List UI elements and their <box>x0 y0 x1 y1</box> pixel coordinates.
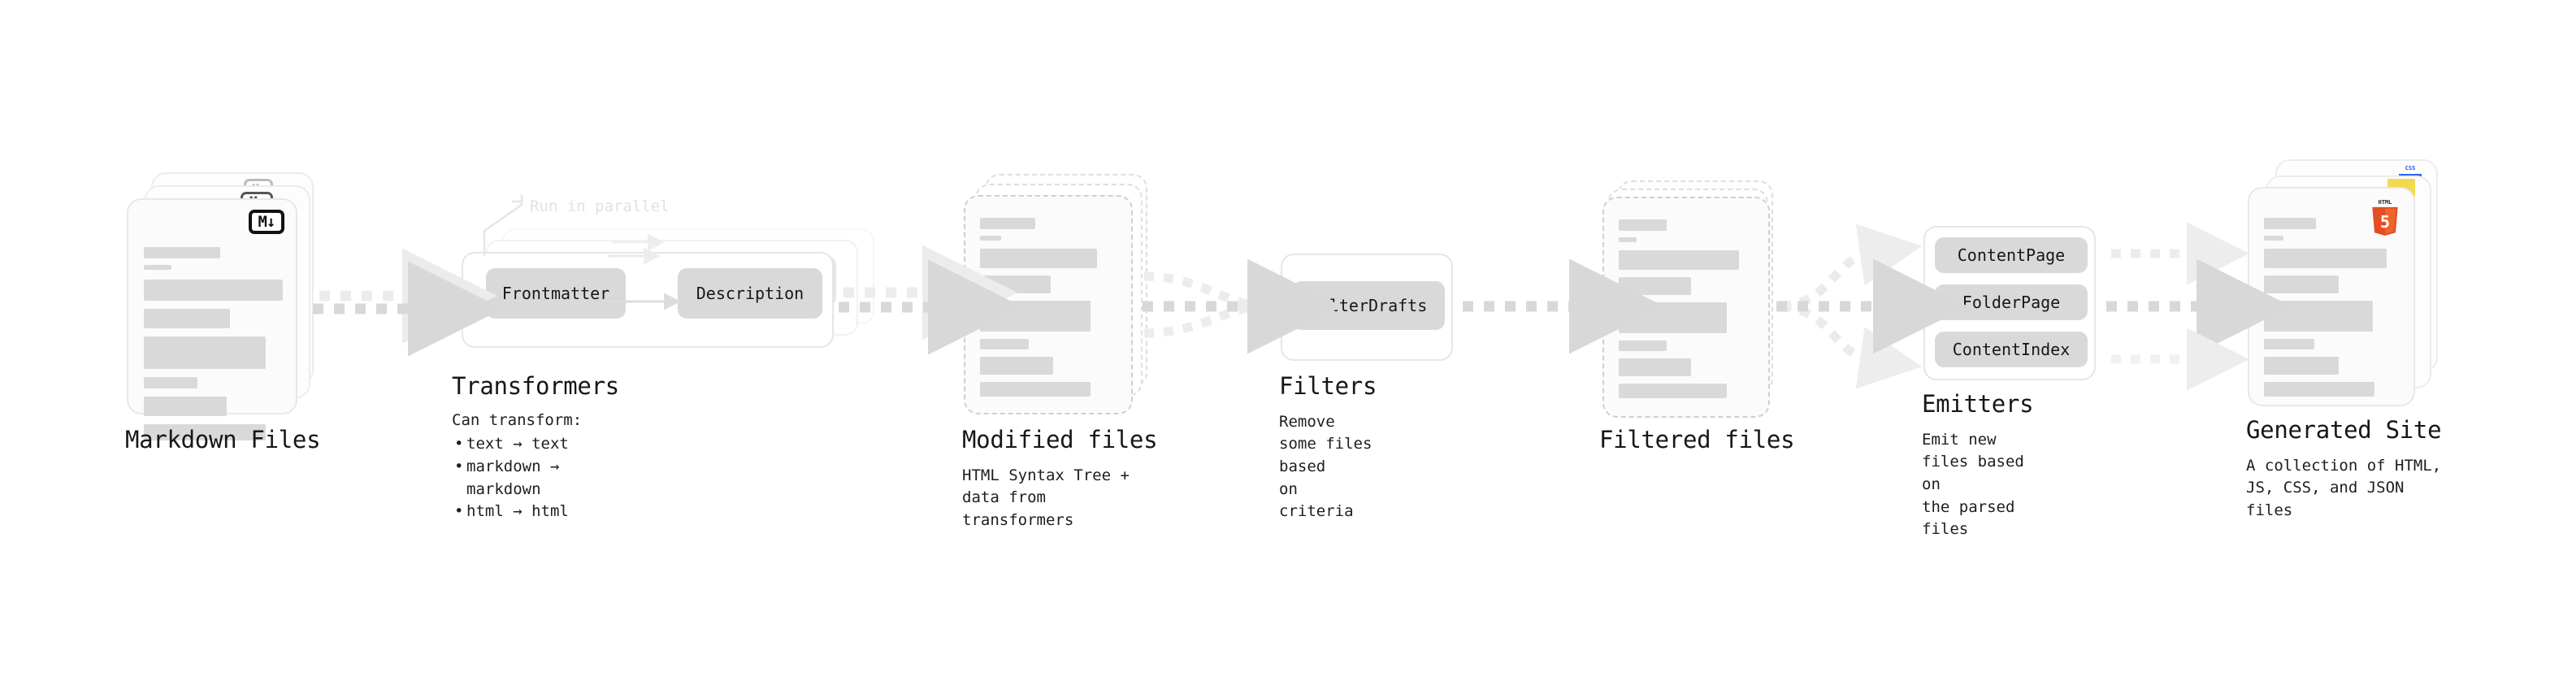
skeleton-bar <box>980 236 1001 241</box>
skeleton-bar <box>1619 340 1667 351</box>
skeleton-bar <box>143 265 171 270</box>
skeleton-bar <box>2264 249 2387 268</box>
skeleton-bar <box>143 247 220 258</box>
bullet-item: html → html <box>452 501 619 523</box>
stage-title: Generated Site <box>2246 416 2442 444</box>
skeleton-bar <box>980 249 1098 268</box>
modified-card-front <box>964 195 1133 414</box>
stage-title: Filters <box>1279 372 1377 400</box>
stage-title: Markdown Files <box>125 426 321 453</box>
skeleton-bar <box>1619 219 1667 231</box>
skeleton-bar <box>980 275 1051 293</box>
markdown-card-front: M↓ <box>127 198 297 440</box>
skeleton-bar <box>980 218 1036 229</box>
arrow-markdown-to-transformers <box>313 248 503 357</box>
stage-title: Filtered files <box>1599 426 1795 453</box>
emitter-pill-contentindex[interactable]: ContentIndex <box>1935 332 2088 367</box>
caption-transformers: Transformers Can transform: text → text … <box>452 372 619 523</box>
stage-desc: Emit new files based on the parsed files <box>1922 430 2024 539</box>
stage-desc: A collection of HTML, JS, CSS, and JSON … <box>2246 456 2442 519</box>
emitter-pill-folderpage[interactable]: FolderPage <box>1935 284 2088 320</box>
skeleton-bar <box>143 424 266 440</box>
svg-text:5: 5 <box>2380 212 2390 232</box>
caption-emitters: Emitters Emit new files based on the par… <box>1922 390 2034 541</box>
skeleton-bar <box>1619 237 1637 242</box>
transform-bullets: text → text markdown → markdown html → h… <box>452 433 619 523</box>
bullet-item: text → text <box>452 433 619 456</box>
filter-pill-filterdrafts[interactable]: FilterDrafts <box>1292 281 1445 330</box>
skeleton-bar <box>2264 218 2316 229</box>
stage-title: Transformers <box>452 372 619 400</box>
skeleton-bar <box>2264 339 2315 349</box>
skeleton-bar <box>2264 382 2374 397</box>
html5-badge: HTML 5 <box>2372 199 2398 236</box>
transformer-group-front: Frontmatter Description <box>462 252 834 348</box>
skeleton-bar <box>1619 358 1692 376</box>
skeleton-bar <box>1619 277 1692 295</box>
skeleton-bar <box>2264 275 2340 293</box>
bullet-item: markdown → markdown <box>452 456 619 501</box>
skeleton-bar <box>2264 236 2283 241</box>
skeleton-bar <box>2264 301 2374 332</box>
generated-card-front: HTML 5 <box>2248 187 2415 406</box>
skeleton-bar <box>980 339 1029 349</box>
transformer-pill-description[interactable]: Description <box>678 268 822 319</box>
skeleton-bar <box>143 280 283 301</box>
run-in-parallel-label: Run in parallel <box>530 197 670 215</box>
caption-filtered-files: Filtered files <box>1599 426 1795 453</box>
skeleton-bar <box>980 357 1054 375</box>
skeleton-bar <box>143 397 228 416</box>
caption-filters: Filters Remove some files based on crite… <box>1279 372 1377 523</box>
skeleton-bar <box>2264 357 2340 375</box>
emitters-group: ContentPage FolderPage ContentIndex <box>1923 226 2096 380</box>
caption-modified-files: Modified files HTML Syntax Tree + data f… <box>962 426 1158 532</box>
stage-desc: Can transform: <box>452 410 583 429</box>
skeleton-bar <box>1619 384 1727 398</box>
transformer-pill-frontmatter[interactable]: Frontmatter <box>486 268 626 319</box>
caption-generated-site: Generated Site A collection of HTML, JS,… <box>2246 416 2442 523</box>
markdown-badge: M↓ <box>249 210 284 234</box>
arrow-emitters-to-generated <box>2106 222 2292 391</box>
skeleton-bar <box>1619 250 1739 270</box>
filters-group: FilterDrafts <box>1281 254 1453 361</box>
stage-desc: Remove some files based on criteria <box>1279 412 1373 521</box>
emitter-pill-contentpage[interactable]: ContentPage <box>1935 237 2088 273</box>
caption-markdown-files: Markdown Files <box>125 426 321 453</box>
skeleton-bar <box>143 336 266 369</box>
skeleton-bar <box>143 309 230 328</box>
stage-desc: HTML Syntax Tree + data from transformer… <box>962 466 1130 529</box>
stage-title: Modified files <box>962 426 1158 453</box>
filtered-card-front <box>1602 197 1770 418</box>
skeleton-bar <box>980 382 1091 397</box>
skeleton-bar <box>980 301 1091 332</box>
stage-title: Emitters <box>1922 390 2034 418</box>
svg-text:HTML: HTML <box>2379 199 2392 206</box>
skeleton-bar <box>143 377 198 388</box>
arrow-modified-to-filters <box>1143 258 1342 354</box>
arrow-filtered-to-emitters <box>1776 223 1968 389</box>
skeleton-bar <box>1619 302 1727 333</box>
